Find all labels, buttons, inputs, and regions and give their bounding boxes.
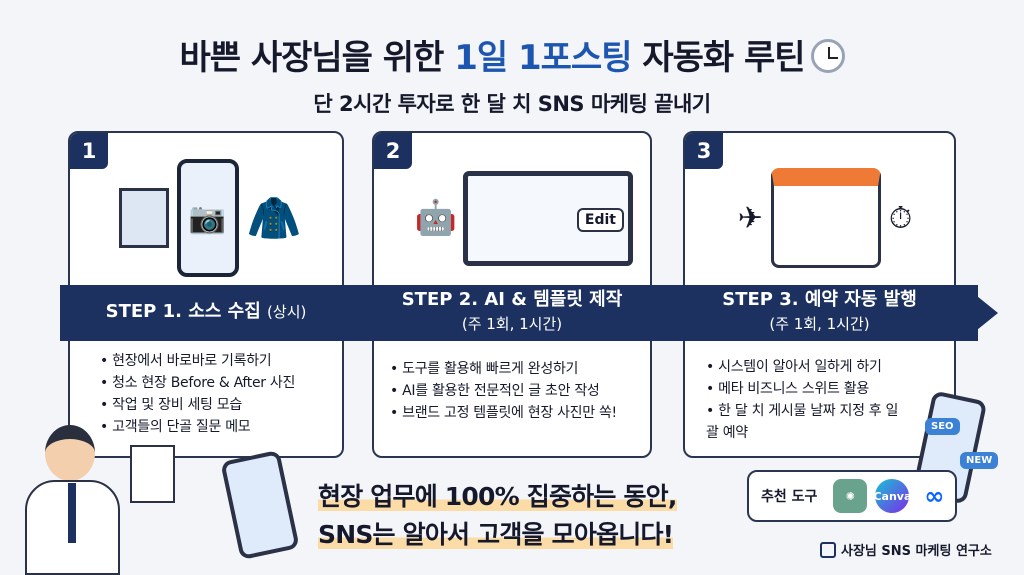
page-title: 바쁜 사장님을 위한 1일 1포스팅 자동화 루틴 [0,30,1024,79]
social-phone-icon [220,449,300,561]
step-3-bullets: 시스템이 알아서 일하게 하기메타 비즈니스 스위트 활용한 달 치 게시물 날… [706,356,906,444]
chart-logo-icon [820,541,836,558]
step-1-bullets: 현장에서 바로바로 기록하기청소 현장 Before & After 사진작업 … [100,350,295,438]
page-subtitle: 단 2시간 투자로 한 달 치 SNS 마케팅 끝내기 [313,92,711,116]
robot-icon: 🤖 [414,198,458,238]
chart-icon [130,445,175,503]
step-title-2: STEP 2. AI & 템플릿 제작(주 1회, 1시간) [401,289,623,333]
businessman-illustration [20,425,130,575]
clock-icon [810,39,845,73]
canva-icon: Canva [873,479,911,513]
stopwatch-icon: ⏱ [888,200,913,236]
camera-phone-icon: 📷 [176,159,239,277]
recommended-tools: 추천 도구 ✺ Canva ∞ [747,470,957,522]
edit-bubble: Edit [576,208,624,232]
step-title-3: STEP 3. 예약 자동 발행(주 1회, 1시간) [722,289,917,333]
chatgpt-icon: ✺ [833,479,868,513]
bottom-message: 현장 업무에 100% 집중하는 동안, SNS는 알아서 고객을 모아옵니다! [318,482,677,549]
title-highlight: 1일 1포스팅 [454,38,632,78]
arrow-icon [972,292,998,334]
new-badge: NEW [960,452,999,469]
meta-icon: ∞ [924,482,945,510]
paper-plane-icon: ✈ [737,200,763,236]
footer-brand: 사장님 SNS 마케팅 연구소 [820,540,992,559]
step-2-bullets: 도구를 활용해 빠르게 완성하기AI를 활용한 전문적인 글 초안 작성브랜드 … [390,358,617,424]
seo-badge: SEO [925,418,960,435]
step-number: 2 [374,133,412,169]
step-number: 3 [685,133,723,169]
step-title-1: STEP 1. 소스 수집 (상시) [105,301,307,322]
before-after-photo-icon [118,188,169,248]
uniform-icon: 🧥 [246,193,302,244]
tools-label: 추천 도구 [761,489,818,505]
calendar-icon [770,168,881,268]
steps-band [60,285,978,341]
step-number: 1 [70,133,108,169]
